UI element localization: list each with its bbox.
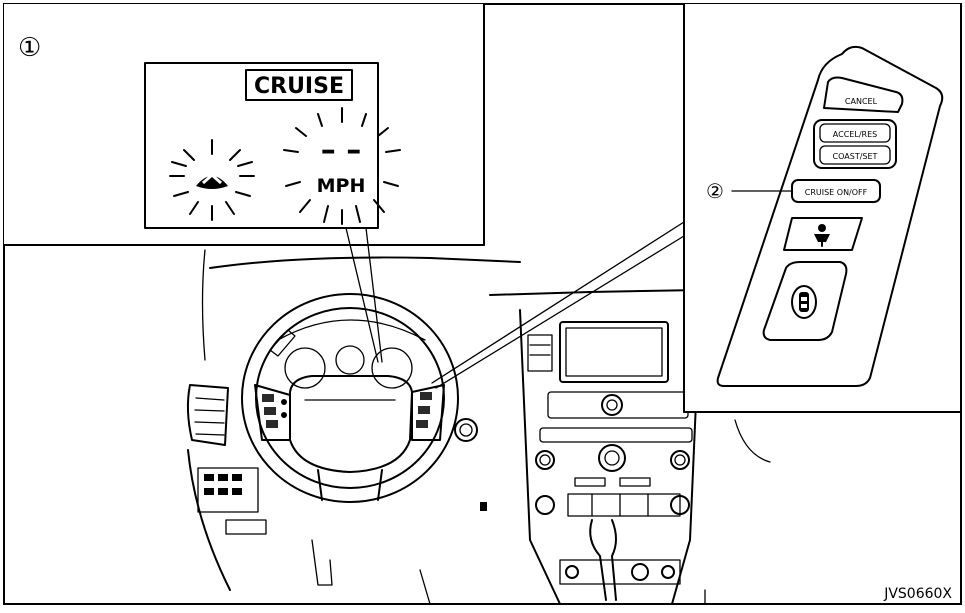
switch-leader-line-top (431, 221, 685, 384)
right-spoke-switches (411, 384, 445, 441)
cruise-onoff-switch: CRUISE ON/OFF (791, 179, 881, 203)
coast-set-label: COAST/SET (833, 152, 878, 161)
figure-code: JVS0660X (883, 586, 952, 602)
speed-unit-label: MPH (317, 175, 366, 197)
display-leader-line-left (345, 227, 379, 363)
phone-icon (791, 285, 817, 319)
switch-callout: CANCEL ACCEL/RES COAST/SET CRUISE ON/OFF… (431, 3, 961, 413)
left-air-vent (186, 384, 229, 446)
switch-leader-line-bottom (435, 235, 685, 389)
a-pillar-line (201, 249, 206, 361)
lower-left-switches (197, 467, 267, 535)
dash-top-edge (209, 256, 521, 269)
cruise-indicator-label: CRUISE (254, 74, 344, 99)
dash-right-edge (734, 419, 771, 463)
display-callout: ① CRUISE (3, 3, 485, 363)
floor-line (419, 569, 431, 605)
callout-number-1: ① (18, 33, 41, 63)
dash-small-indicator (480, 502, 487, 511)
display-leader-line-right (365, 227, 383, 363)
steering-wheel (241, 293, 459, 503)
set-indicator-icon (169, 139, 255, 221)
cruise-onoff-label: CRUISE ON/OFF (805, 188, 868, 197)
talk-switch (783, 217, 863, 251)
navigation-screen (559, 321, 669, 383)
set-speed-indicator: – – MPH (283, 107, 401, 225)
set-speed-placeholder: – – (321, 133, 361, 168)
cruise-indicator-label-box (245, 69, 353, 101)
callout-number-2: ② (706, 179, 724, 203)
talk-icon (818, 224, 826, 232)
cruise-indicator-display (144, 62, 379, 229)
dash-left-lower-edge (187, 449, 231, 591)
left-spoke-switches (254, 384, 291, 441)
cancel-switch: CANCEL (823, 76, 904, 113)
gear-shifter (589, 519, 607, 601)
dash-mid-edge (489, 289, 701, 296)
dashboard-drawing (186, 249, 771, 605)
instrument-cluster-hood (277, 319, 426, 341)
accel-res-label: ACCEL/RES (833, 130, 877, 139)
dash-knob (454, 418, 478, 442)
phone-switch (762, 261, 848, 341)
accel-coast-rocker-switch: ACCEL/RES COAST/SET (813, 119, 897, 169)
steering-wheel-rim (241, 293, 459, 503)
wiper-stalk (269, 329, 296, 357)
pedal-outline (311, 539, 333, 586)
steering-wheel-lower-spoke (317, 469, 383, 501)
cancel-switch-label: CANCEL (845, 97, 878, 106)
steering-wheel-hub (289, 375, 413, 473)
speed-blink-rays-icon (283, 107, 401, 225)
